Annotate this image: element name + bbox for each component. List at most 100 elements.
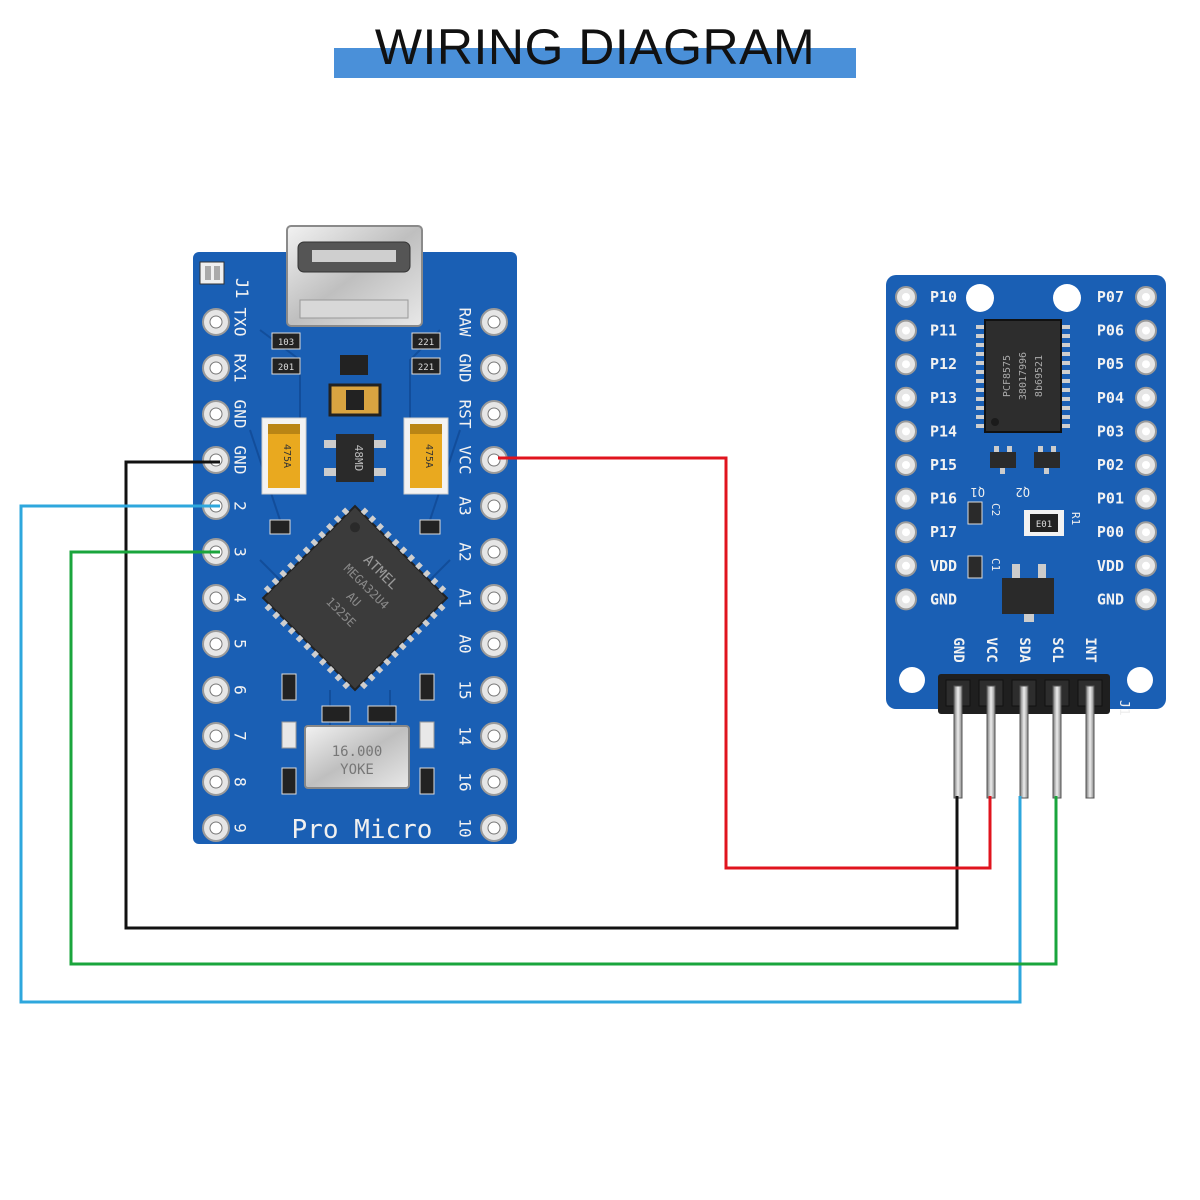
component-label: Q2 (1016, 485, 1030, 499)
expander-pin-p05: P05 (1097, 353, 1157, 376)
pin-label: 15 (456, 680, 475, 699)
jumper-j1: J1 (199, 261, 251, 298)
pin-hole (1142, 494, 1150, 503)
passives: C2 E01 R1 C1 (967, 501, 1082, 622)
resistor-code: E01 (1036, 520, 1052, 530)
pin-label: 2 (231, 501, 250, 511)
pin-label: 8 (231, 777, 250, 787)
pin-hole (902, 461, 910, 469)
expander-pin-p12: P12 (895, 353, 957, 376)
pro-micro-pin-vcc: VCC (456, 446, 508, 475)
pin-label: GND (456, 354, 475, 383)
pin-label: RAW (456, 308, 475, 337)
tant-label: 475A (281, 444, 292, 468)
pin-label: P14 (930, 422, 957, 440)
pro-micro-name: Pro Micro (292, 815, 433, 845)
pin-label: 3 (231, 547, 250, 557)
component-label: Q1 (971, 485, 985, 499)
pin-hole (902, 293, 910, 301)
pin-label: 10 (456, 818, 475, 837)
pin-hole (1142, 561, 1150, 570)
crystal-frequency: 16.000 (332, 744, 383, 760)
pin-label: P04 (1097, 389, 1124, 407)
wire-scl-green (69, 550, 1058, 966)
pro-micro-pin-10: 10 (456, 814, 508, 842)
pin-label: VCC (456, 446, 475, 475)
pro-micro-pin-14: 14 (456, 722, 508, 750)
pin-label: 7 (231, 731, 250, 741)
pin-hole (487, 775, 501, 789)
crystal-oscillator: 16.000 YOKE (281, 673, 435, 795)
pin-hole (902, 494, 910, 503)
pin-label: A1 (456, 588, 475, 607)
pro-micro-pin-4: 4 (202, 584, 250, 612)
expander-pin-p02: P02 (1097, 454, 1157, 476)
wire-vcc-red (498, 456, 992, 870)
pro-micro-pin-gnd: GND (202, 400, 250, 428)
pin-label: P05 (1097, 355, 1124, 373)
pin-hole (209, 775, 223, 789)
expander-pin-p06: P06 (1097, 319, 1157, 342)
header-pin-label: SCL (1049, 637, 1065, 662)
pin-label: GND (930, 590, 957, 608)
pin-label: P02 (1097, 456, 1124, 474)
pcf8575-chip: PCF8575 38017996 8b69521 (976, 319, 1070, 433)
pin-label: P12 (930, 355, 957, 373)
pro-micro-pin-5: 5 (202, 630, 250, 658)
pin-hole (209, 637, 223, 651)
expander-pin-vdd: VDD (1097, 554, 1157, 577)
component-label: C2 (989, 503, 1002, 516)
pin-hole (1142, 326, 1150, 335)
pro-micro-pin-15: 15 (456, 676, 508, 704)
pin-label: 9 (231, 823, 250, 833)
header-pin-gnd (945, 679, 971, 799)
pin-label: 14 (456, 726, 475, 745)
pin-hole (1142, 427, 1150, 436)
pro-micro-pin-rst: RST (456, 400, 508, 429)
component-label: C1 (989, 558, 1002, 571)
pin-hole (209, 361, 223, 375)
pin-hole (1142, 393, 1150, 402)
expander-pin-p01: P01 (1097, 487, 1157, 510)
pin-label: RST (456, 400, 475, 429)
pro-micro-pin-a0: A0 (456, 630, 508, 658)
pin-label: VDD (930, 557, 957, 575)
pin-label: A0 (456, 634, 475, 653)
title-area: WIRING DIAGRAM (0, 0, 1200, 90)
header-pin-int (1077, 679, 1103, 799)
res-label: 221 (418, 363, 434, 373)
expander-pin-p07: P07 (1097, 286, 1157, 308)
tantalum-capacitors: 475A 475A (261, 417, 449, 495)
pin-hole (902, 393, 910, 402)
smd-resistors: 103 221 221 201 (269, 332, 441, 535)
expander-pin-p13: P13 (895, 386, 957, 409)
pro-micro-pin-9: 9 (202, 814, 250, 842)
pin-hole (1142, 528, 1150, 537)
expander-pin-gnd: GND (1097, 588, 1157, 611)
regulator-label: 48MD (352, 445, 365, 472)
pin-label: P17 (930, 523, 957, 541)
header-pins (945, 679, 1103, 799)
pin-hole (209, 729, 223, 743)
pin-hole (487, 407, 501, 421)
pro-micro-pin-rx1: RX1 (202, 354, 250, 382)
pin-label: GND (231, 446, 250, 475)
pin-label: 5 (231, 639, 250, 649)
pin-label: P13 (930, 389, 957, 407)
header-pin-sda (1011, 679, 1037, 799)
wires (19, 456, 1058, 1004)
pro-micro-pin-gnd: GND (456, 354, 508, 383)
title-underline-bar (334, 48, 856, 78)
expander-pin-gnd: GND (895, 588, 957, 611)
expander-pin-p11: P11 (895, 319, 957, 342)
wire-gnd-black (124, 460, 959, 930)
pin-hole (902, 561, 910, 570)
mounting-hole (966, 284, 994, 312)
res-label: 103 (278, 338, 294, 348)
